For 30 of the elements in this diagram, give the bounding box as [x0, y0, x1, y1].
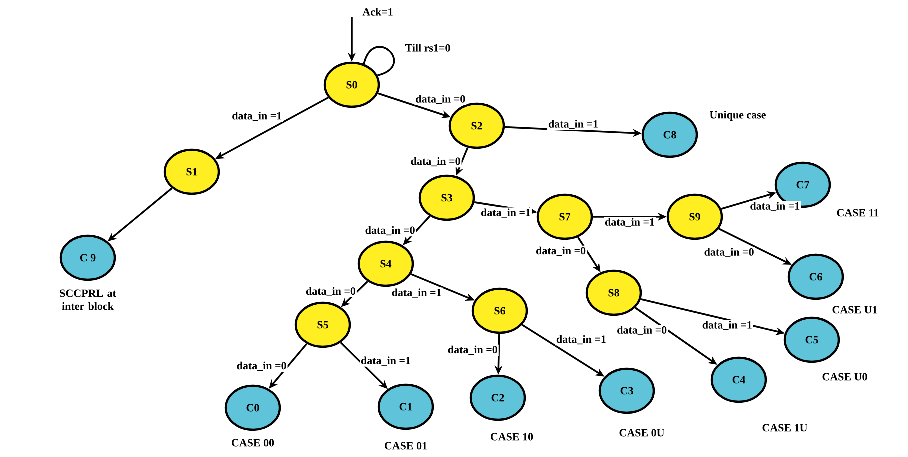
edge-label: data_in =1 [701, 320, 754, 332]
edge-label: data_in =1 [390, 288, 443, 299]
edge-label: data_in =1 [604, 217, 656, 228]
edge-label: data_in =0 [410, 156, 462, 168]
edge-label: Ack=1 [362, 7, 394, 17]
state-caption: CASE 00 [232, 439, 274, 447]
edge-label: data_in =1 [480, 208, 532, 219]
edge-label: data_in =1 [749, 201, 802, 212]
state-caption: CASE U1 [832, 306, 878, 314]
edge-label: data_in =1 [231, 110, 284, 122]
state-caption: Unique case [710, 111, 766, 121]
edge-label: data_in =0 [535, 246, 588, 258]
edge-label: data_in =1 [548, 119, 600, 130]
edge-label: data_in =0 [414, 94, 467, 106]
edge-label: data_in =1 [555, 334, 608, 346]
edge-label: data_in =0 [236, 360, 288, 372]
edge-label: data_in =0 [446, 344, 499, 356]
state-caption: SCCPRL at inter block [60, 290, 116, 310]
edge-label: Till rs1=0 [404, 43, 452, 53]
state-caption: CASE 0U [620, 429, 664, 437]
state-caption: CASE 10 [491, 433, 534, 441]
edge-label: data_in =1 [360, 356, 412, 367]
state-caption: CASE 1U [762, 424, 808, 432]
edge-label: data_in =0 [305, 286, 357, 298]
state-caption: CASE 01 [385, 442, 427, 450]
state-caption: CASE 11 [837, 209, 879, 217]
edge-label: data_in =0 [364, 225, 416, 237]
state-caption: CASE U0 [822, 373, 868, 381]
edge-label: data_in =0 [703, 247, 756, 258]
edge-label: data_in =0 [616, 325, 668, 336]
